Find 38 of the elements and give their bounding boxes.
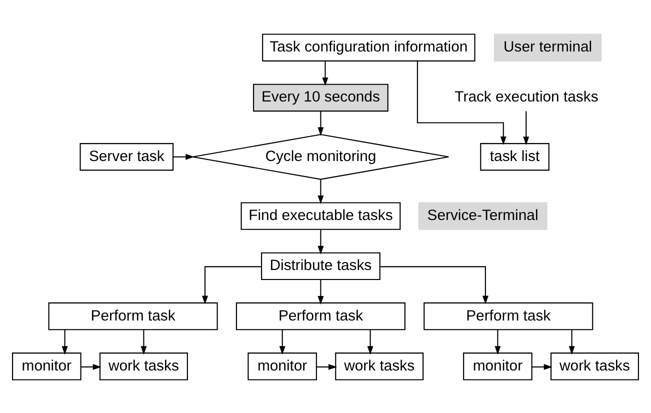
node-box: Service-Terminal <box>418 202 548 230</box>
arrow <box>322 60 328 86</box>
node-box: work tasks <box>335 352 424 380</box>
node-box: Find executable tasks <box>240 202 401 230</box>
arrow <box>318 179 324 204</box>
arrow <box>316 363 338 370</box>
node-diamond: Cycle monitoring <box>192 133 450 180</box>
arrow <box>173 153 194 160</box>
node-box: work tasks <box>550 352 639 380</box>
node-box: task list <box>480 142 550 170</box>
arrow <box>202 266 262 304</box>
node-box: Perform task <box>48 302 218 330</box>
arrow <box>80 363 102 370</box>
arrow <box>62 329 68 354</box>
node-box: monitor <box>12 352 82 380</box>
arrow <box>318 229 324 254</box>
node-box: work tasks <box>99 352 188 380</box>
arrow <box>318 110 324 136</box>
arrow <box>318 279 324 304</box>
arrow <box>568 329 575 354</box>
arrow <box>494 329 501 354</box>
arrow <box>416 60 506 144</box>
node-text: Track execution tasks <box>454 88 598 106</box>
node-box: Perform task <box>424 302 594 330</box>
arrow <box>532 363 552 370</box>
node-box: monitor <box>463 352 532 380</box>
arrow <box>523 110 530 145</box>
arrow <box>380 266 488 304</box>
node-box: monitor <box>248 352 317 380</box>
node-box: Perform task <box>236 302 406 330</box>
arrow <box>367 329 374 354</box>
node-box: Server task <box>80 142 174 170</box>
node-box: User terminal <box>494 33 602 61</box>
arrow <box>279 329 286 354</box>
node-box: Every 10 seconds <box>253 83 388 112</box>
arrow <box>140 329 147 354</box>
node-box: Distribute tasks <box>261 252 380 280</box>
node-box: Task configuration information <box>262 33 476 61</box>
